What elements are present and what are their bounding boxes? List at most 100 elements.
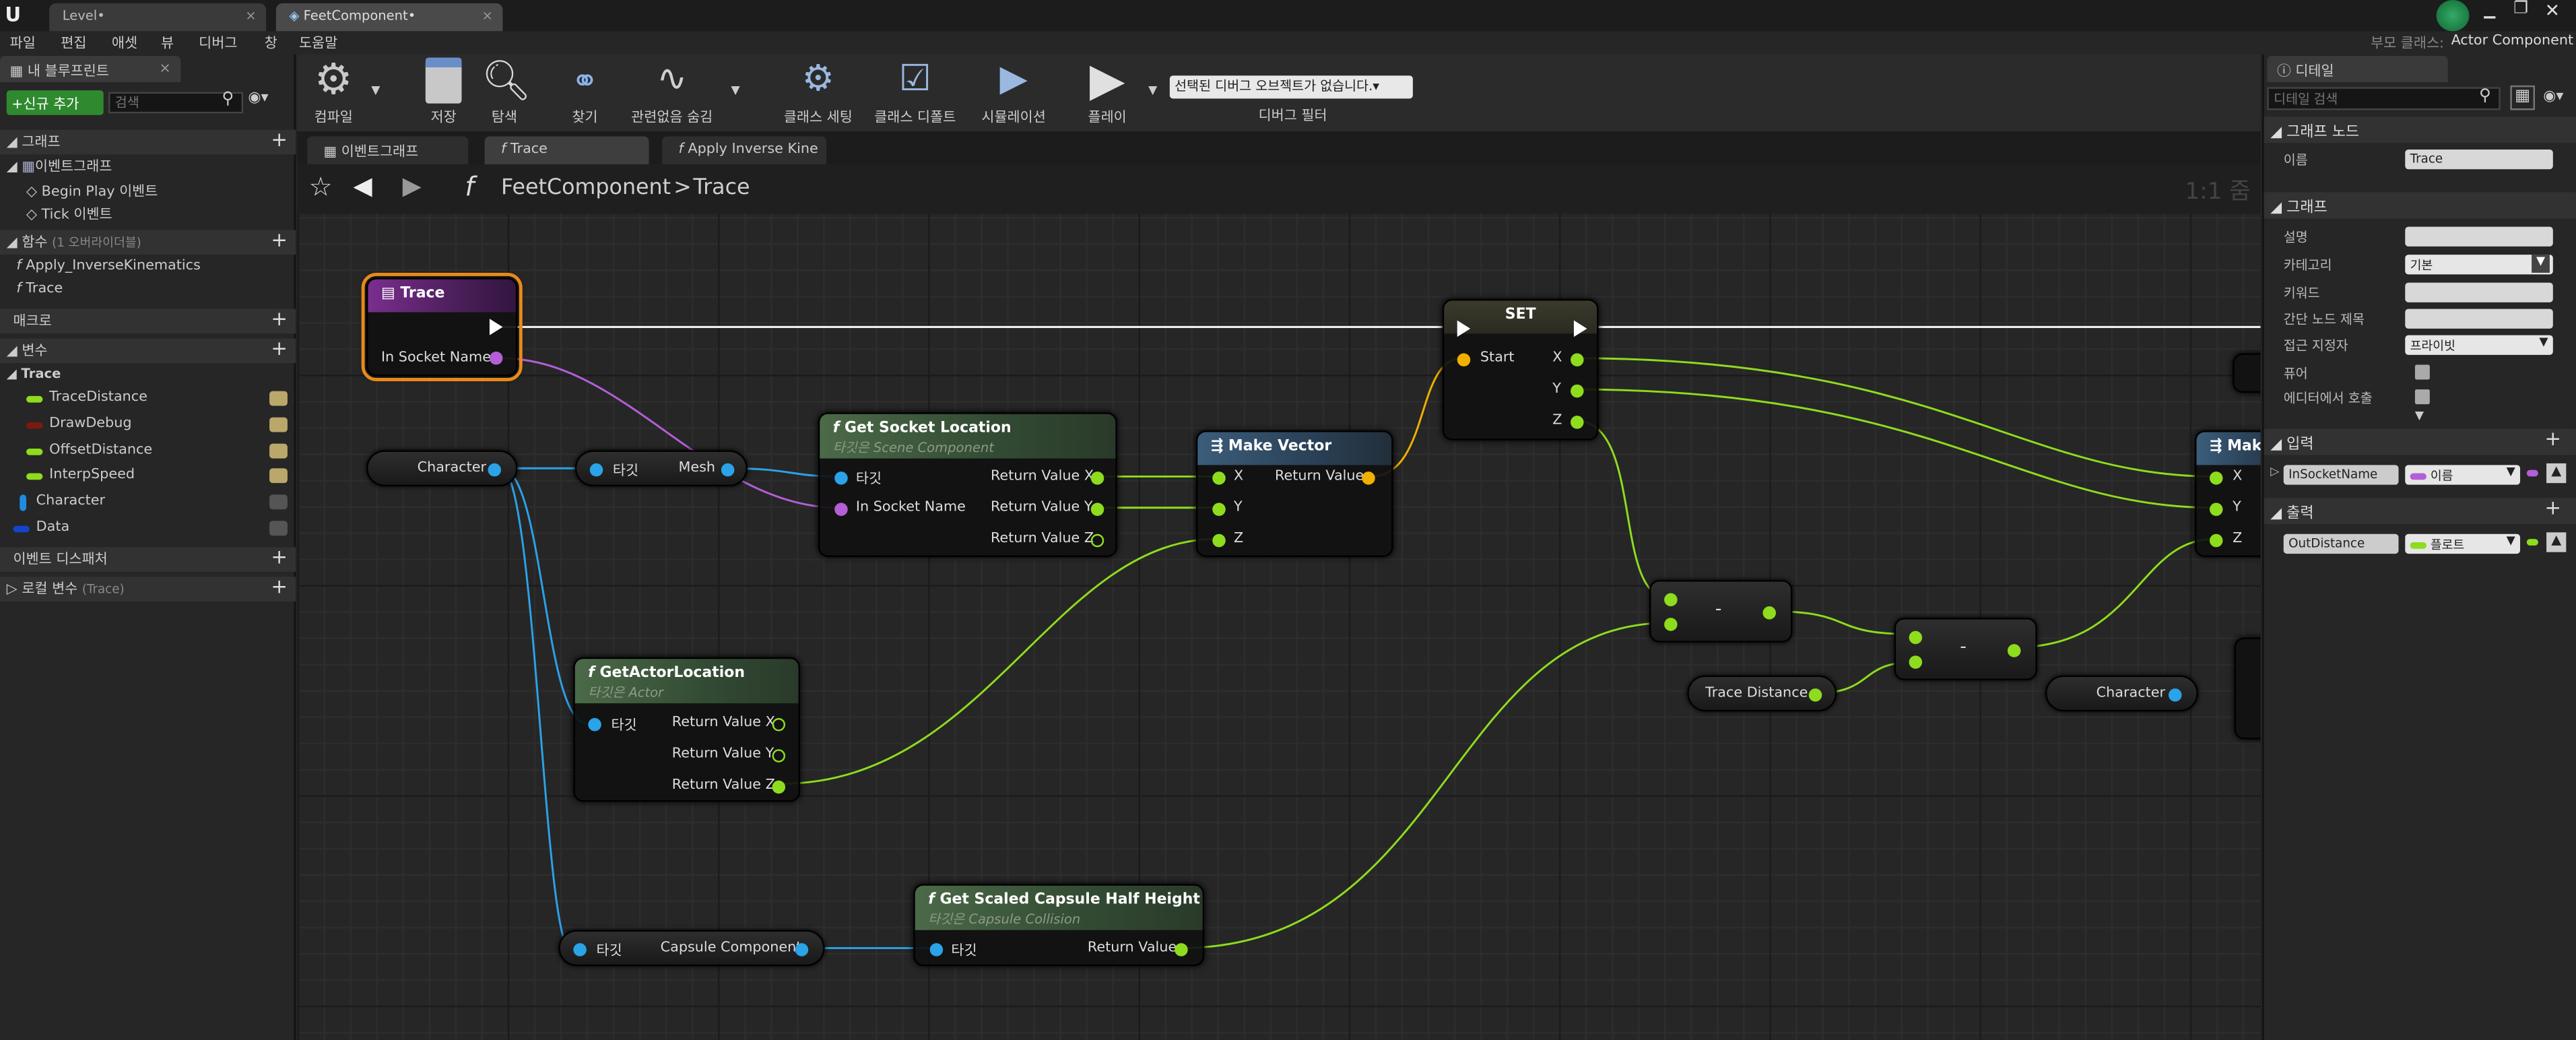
trace-distance-get-node[interactable]: Trace Distance <box>1687 675 1837 712</box>
compact-title-field[interactable] <box>2405 308 2553 329</box>
section-outputs[interactable]: ◢ 출력+ <box>2264 497 2576 525</box>
call-in-editor-checkbox[interactable] <box>2414 389 2430 405</box>
section-event-dispatchers[interactable]: 이벤트 디스패처+ <box>0 545 296 572</box>
close-icon[interactable]: × <box>245 8 257 24</box>
access-specifier-select[interactable]: 프라이빗▼ <box>2405 335 2553 355</box>
variable-item[interactable]: TraceDistance <box>0 388 296 413</box>
float-pin[interactable] <box>2209 533 2223 548</box>
menu-window[interactable]: 창 <box>264 36 277 53</box>
float-pin[interactable] <box>2007 644 2021 657</box>
class-settings-button[interactable]: ⚙ 클래스 세팅 <box>781 57 856 127</box>
float-pin[interactable] <box>772 718 786 732</box>
offscreen-node[interactable] <box>2233 353 2261 393</box>
back-arrow-icon[interactable]: ◀ <box>353 170 372 201</box>
description-field[interactable] <box>2405 226 2553 247</box>
object-pin[interactable] <box>795 943 809 956</box>
hide-unrelated-dropdown[interactable]: ▼ <box>731 84 740 97</box>
graph-editor[interactable]: ☆ ◀ ▶ f FeetComponent > Trace 1:1 줌 ▤ Tr… <box>297 164 2261 1040</box>
offscreen-node[interactable] <box>2234 637 2261 740</box>
target-pin[interactable] <box>573 943 587 956</box>
float-pin[interactable] <box>1212 502 1226 516</box>
tab-level[interactable]: Level•× <box>49 3 267 32</box>
details-search-input[interactable] <box>2267 87 2501 110</box>
variable-item[interactable]: InterpSpeed <box>0 465 296 490</box>
my-blueprint-tab[interactable]: ▦ 내 블루프린트× <box>0 55 181 82</box>
eye-visibility-icon[interactable] <box>269 417 288 432</box>
float-pin[interactable] <box>1175 943 1188 956</box>
character-get-node[interactable]: Character <box>2045 675 2198 712</box>
target-pin[interactable] <box>834 472 848 485</box>
add-variable-button[interactable]: + <box>271 337 288 360</box>
menu-asset[interactable]: 애셋 <box>111 36 138 53</box>
play-button[interactable]: ▶ 플레이 <box>1078 57 1137 127</box>
make-vector-node-2[interactable]: ⇶ Mak X Y Z <box>2195 430 2261 557</box>
save-button[interactable]: 저장 <box>420 57 466 127</box>
float-pin[interactable] <box>1909 655 1923 669</box>
tab-apply-ik[interactable]: f Apply Inverse Kine <box>662 136 827 164</box>
debug-object-select[interactable]: 선택된 디버그 오브젝트가 없습니다.▾ <box>1169 75 1413 99</box>
variable-item[interactable]: OffsetDistance <box>0 441 296 465</box>
section-variables[interactable]: ◢ 변수+ <box>0 337 296 364</box>
exec-out-pin[interactable] <box>1573 320 1587 337</box>
input-name-field[interactable]: InSocketName <box>2283 465 2399 485</box>
breadcrumb-root[interactable]: FeetComponent <box>501 176 671 201</box>
menu-view[interactable]: 뷰 <box>161 36 174 53</box>
eye-icon[interactable]: ◉▾ <box>2543 88 2564 106</box>
close-icon[interactable]: × <box>159 61 171 77</box>
eye-visibility-icon[interactable] <box>269 521 288 536</box>
event-graph-item[interactable]: ◢ ▦이벤트그래프 <box>0 154 296 179</box>
eye-visibility-icon[interactable] <box>269 468 288 484</box>
input-type-select[interactable]: 이름▼ <box>2405 465 2521 485</box>
pure-checkbox[interactable] <box>2414 364 2430 380</box>
add-dispatcher-button[interactable]: + <box>271 545 288 569</box>
compile-button[interactable]: ⚙ 컴파일 <box>304 57 363 126</box>
character-get-node[interactable]: Character <box>366 450 518 487</box>
float-pin[interactable] <box>772 749 786 762</box>
section-graphs[interactable]: ◢ 그래프+ <box>0 129 296 155</box>
output-type-select[interactable]: 플로트▼ <box>2405 533 2521 554</box>
menu-edit[interactable]: 편집 <box>61 36 87 53</box>
eye-icon[interactable]: ◉▾ <box>248 90 269 107</box>
float-pin[interactable] <box>2209 502 2223 516</box>
expand-more-icon[interactable]: ▼ <box>2414 409 2424 422</box>
subtract-node[interactable]: - <box>1649 580 1793 643</box>
object-pin[interactable] <box>488 463 502 477</box>
add-macro-button[interactable]: + <box>271 307 288 331</box>
target-pin[interactable] <box>588 718 601 732</box>
mesh-get-node[interactable]: 타깃 Mesh <box>574 450 748 487</box>
simulation-button[interactable]: ▶ 시뮬레이션 <box>976 57 1051 127</box>
restore-button[interactable]: ❐ <box>2513 0 2529 18</box>
event-begin-play[interactable]: ◇ Begin Play 이벤트 <box>0 179 296 204</box>
eye-visibility-icon[interactable] <box>269 494 288 510</box>
variable-category-trace[interactable]: ◢ Trace <box>6 366 61 381</box>
menu-file[interactable]: 파일 <box>9 36 36 53</box>
close-icon[interactable]: × <box>482 8 493 24</box>
function-trace[interactable]: f Trace <box>0 280 296 304</box>
float-pin[interactable] <box>1664 593 1678 607</box>
variable-item[interactable]: Character <box>0 491 296 516</box>
add-new-button[interactable]: +신규 추가 <box>6 90 104 115</box>
section-graph-node[interactable]: ◢ 그래프 노드 <box>2264 117 2576 143</box>
float-pin[interactable] <box>1571 416 1584 429</box>
function-apply-ik[interactable]: f Apply_InverseKinematics <box>0 257 296 282</box>
float-pin[interactable] <box>1664 618 1678 631</box>
source-control-icon[interactable] <box>2436 0 2470 32</box>
parent-class-value[interactable]: Actor Component <box>2451 32 2574 50</box>
float-pin[interactable] <box>772 780 786 794</box>
minimize-button[interactable]: ▁ <box>2484 3 2496 20</box>
menu-help[interactable]: 도움말 <box>298 36 338 53</box>
menu-debug[interactable]: 디버그 <box>199 36 238 53</box>
float-pin[interactable] <box>2209 472 2223 485</box>
float-pin[interactable] <box>1212 472 1226 485</box>
tab-feetcomponent[interactable]: ◈ FeetComponent•× <box>275 3 503 32</box>
grid-view-icon[interactable]: ▦ <box>2510 85 2535 110</box>
function-entry-node[interactable]: ▤ Trace In Socket Name <box>361 272 523 381</box>
add-local-variable-button[interactable]: + <box>271 575 288 598</box>
make-vector-node[interactable]: ⇶ Make Vector X Y Z Return Value <box>1195 430 1393 557</box>
float-pin[interactable] <box>1090 533 1104 548</box>
details-tab[interactable]: ⓘ 디테일 <box>2267 55 2448 82</box>
play-options-dropdown[interactable]: ▼ <box>1148 84 1158 97</box>
